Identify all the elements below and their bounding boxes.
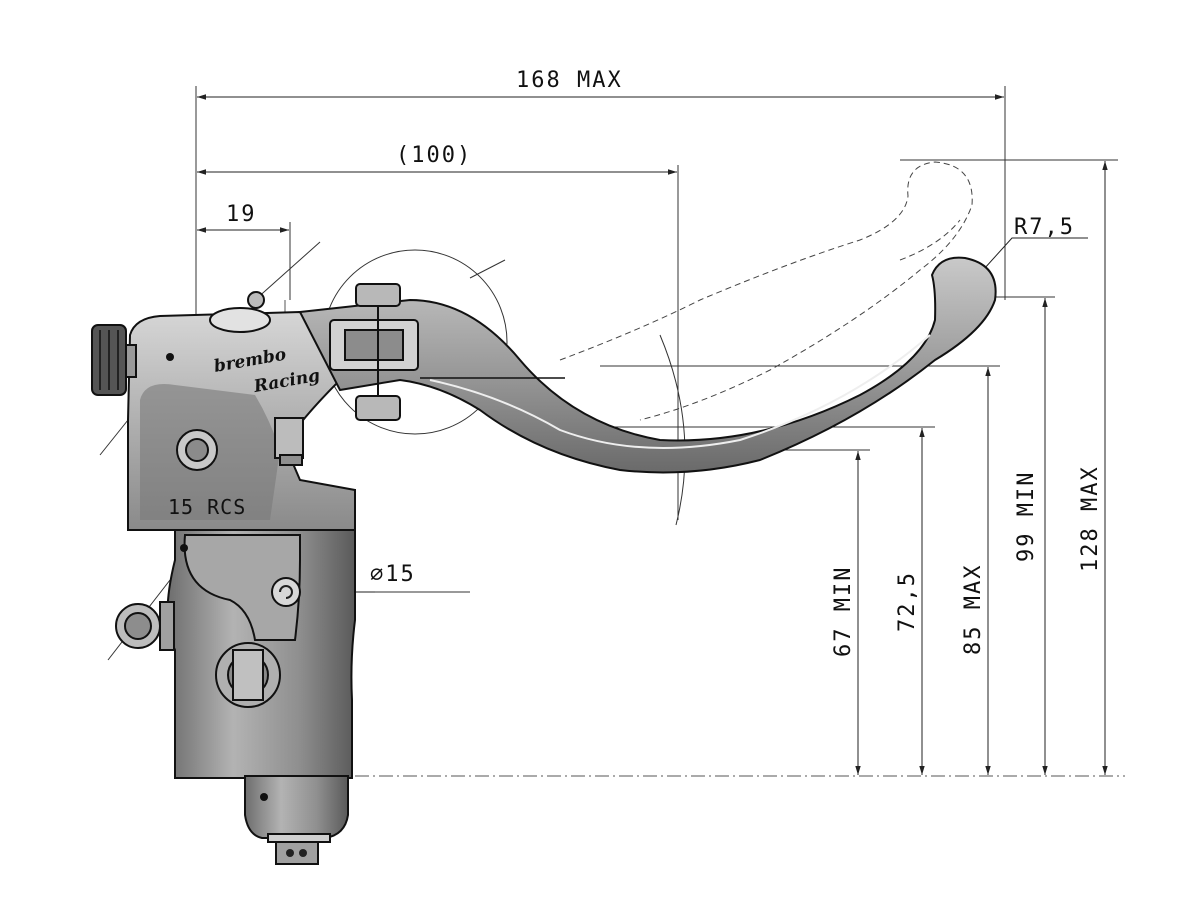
master-cylinder-body [91, 291, 356, 865]
dim-height-max: 85 MAX [961, 564, 986, 655]
dim-bore-diameter: ∅15 [370, 562, 416, 587]
brake-lever [298, 256, 997, 474]
dim-tip-radius: R7,5 [1014, 215, 1075, 240]
dim-offset: 19 [226, 202, 257, 227]
dim-pivot-distance: (100) [396, 143, 472, 168]
dim-overall-length: 168 MAX [516, 68, 623, 93]
dim-height-min: 67 MIN [831, 566, 856, 657]
dim-height-mid: 72,5 [895, 571, 920, 632]
dimension-labels: 168 MAX (100) 19 R7,5 ∅15 67 MIN 72,5 85… [226, 68, 1103, 657]
dim-lever-max: 128 MAX [1078, 465, 1103, 572]
dim-lever-min: 99 MIN [1014, 471, 1039, 562]
lever-open-position-outline [559, 161, 973, 421]
model-label: 15 RCS [168, 495, 246, 519]
